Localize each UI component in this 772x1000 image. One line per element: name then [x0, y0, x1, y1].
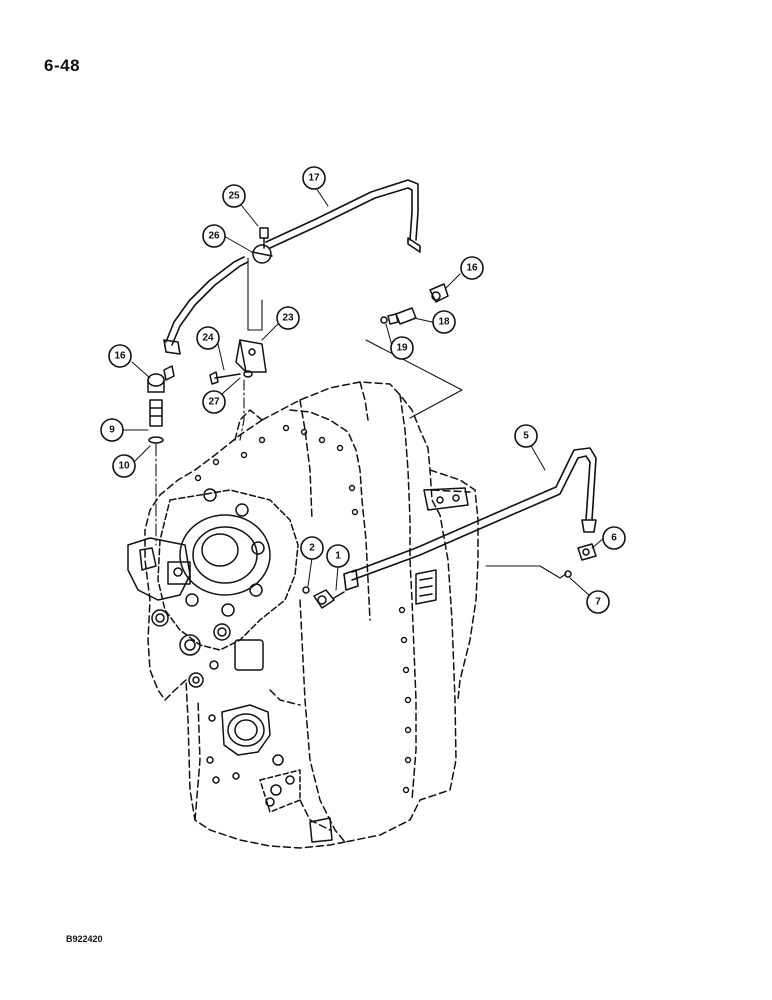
- transmission-housing: [144, 381, 479, 849]
- svg-text:23: 23: [282, 313, 294, 324]
- callout-26: 26: [202, 224, 226, 248]
- callout-19: 19: [390, 336, 414, 360]
- callouts: 1 2 5 6 7 9 10 16 16 17 18 19 23 24 25 2…: [100, 166, 626, 614]
- callout-7: 7: [586, 590, 610, 614]
- callout-16-right: 16: [460, 256, 484, 280]
- clamp-and-bracket: [209, 227, 273, 385]
- callout-18: 18: [432, 310, 456, 334]
- callout-9: 9: [100, 418, 124, 442]
- flange-bolts: [194, 424, 412, 794]
- svg-text:9: 9: [109, 425, 115, 436]
- fittings-left: [147, 365, 175, 444]
- svg-text:2: 2: [309, 543, 315, 554]
- callout-leaders: [121, 187, 605, 597]
- callout-2: 2: [300, 536, 324, 560]
- page-number: 6-48: [44, 56, 81, 75]
- svg-text:16: 16: [114, 351, 126, 362]
- callout-1: 1: [326, 544, 350, 568]
- svg-text:10: 10: [118, 461, 130, 472]
- callout-24: 24: [196, 326, 220, 350]
- figure-code: B922420: [66, 934, 103, 944]
- svg-text:17: 17: [308, 173, 320, 184]
- svg-text:7: 7: [595, 597, 601, 608]
- callout-23: 23: [276, 306, 300, 330]
- svg-text:1: 1: [335, 551, 341, 562]
- svg-text:25: 25: [228, 191, 240, 202]
- tube-5: [343, 447, 597, 591]
- svg-text:19: 19: [396, 343, 408, 354]
- svg-text:5: 5: [523, 431, 529, 442]
- leader-connectors: [155, 257, 567, 579]
- output-yoke: [206, 704, 333, 843]
- callout-10: 10: [112, 454, 136, 478]
- side-plate: [415, 487, 469, 605]
- callout-17: 17: [302, 166, 326, 190]
- svg-text:26: 26: [208, 231, 220, 242]
- tube-17: [163, 179, 421, 355]
- fittings-lower: [302, 543, 597, 609]
- callout-27: 27: [202, 390, 226, 414]
- svg-text:6: 6: [611, 533, 617, 544]
- svg-text:16: 16: [466, 263, 478, 274]
- front-pump-assembly: [127, 488, 299, 688]
- callout-25: 25: [222, 184, 246, 208]
- callout-6: 6: [602, 526, 626, 550]
- callout-16-left: 16: [108, 344, 132, 368]
- svg-text:27: 27: [208, 397, 220, 408]
- svg-text:24: 24: [202, 333, 214, 344]
- svg-text:18: 18: [438, 317, 450, 328]
- callout-5: 5: [514, 424, 538, 448]
